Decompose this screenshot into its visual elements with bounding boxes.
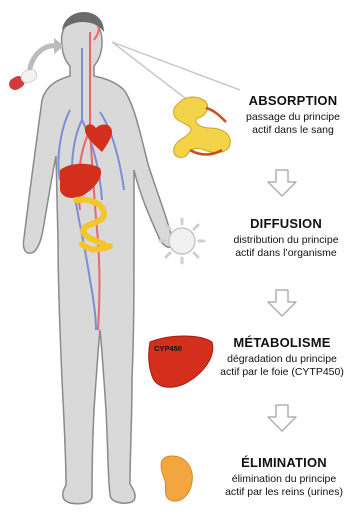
down-arrow-icon <box>268 170 296 196</box>
liver-label: CYP450 <box>154 344 182 353</box>
down-arrow-icon <box>268 405 296 431</box>
step-elimination: ÉLIMINATION élimination du principe acti… <box>214 455 354 499</box>
step-description-line: actif dans l’organisme <box>218 247 354 260</box>
step-description: distribution du principe actif dans l’or… <box>218 234 354 260</box>
step-description-line: actif dans le sang <box>232 124 354 137</box>
step-metabolisme: MÉTABOLISME dégradation du principe acti… <box>207 335 357 379</box>
step-title: ÉLIMINATION <box>214 455 354 470</box>
step-description-line: dégradation du principe <box>207 353 357 366</box>
kidney-icon <box>161 456 192 501</box>
step-description: élimination du principe actif par les re… <box>214 473 354 499</box>
step-description-line: actif par le foie (CYTP450) <box>207 366 357 379</box>
step-description-line: distribution du principe <box>218 234 354 247</box>
step-description: passage du principe actif dans le sang <box>232 111 354 137</box>
step-title: MÉTABOLISME <box>207 335 357 350</box>
step-diffusion: DIFFUSION distribution du principe actif… <box>218 216 354 260</box>
pointer-lines <box>112 42 240 108</box>
down-arrow-icon <box>268 290 296 316</box>
step-absorption: ABSORPTION passage du principe actif dan… <box>232 93 354 137</box>
intestine-icon <box>174 97 231 158</box>
pill-icon <box>7 67 39 92</box>
step-description-line: passage du principe <box>232 111 354 124</box>
step-description-line: élimination du principe <box>214 473 354 486</box>
step-title: DIFFUSION <box>218 216 354 231</box>
curved-arrow-icon <box>30 38 64 68</box>
step-title: ABSORPTION <box>232 93 354 108</box>
step-description-line: actif par les reins (urines) <box>214 486 354 499</box>
step-description: dégradation du principe actif par le foi… <box>207 353 357 379</box>
